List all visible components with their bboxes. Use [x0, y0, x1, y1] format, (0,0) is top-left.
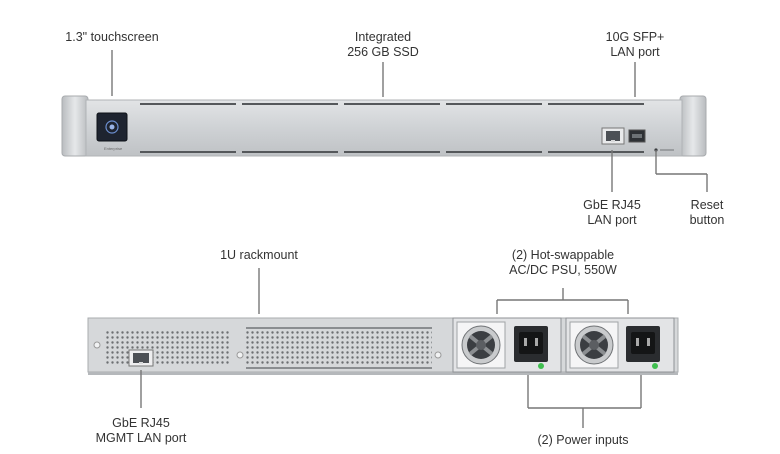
label-rj45-lan: GbE RJ45 LAN port: [583, 198, 641, 227]
front-panel: Enterprise: [61, 95, 707, 157]
mgmt-port: [128, 349, 154, 367]
rj45-lan-port: [601, 127, 625, 145]
psu-2: [565, 317, 675, 373]
label-sfp: 10G SFP+ LAN port: [605, 30, 665, 59]
sfp-port: [628, 129, 646, 143]
label-touchscreen: 1.3" touchscreen: [65, 30, 159, 44]
label-rackmount: 1U rackmount: [220, 248, 298, 262]
touchscreen: [96, 112, 128, 142]
label-mgmt: GbE RJ45 MGMT LAN port: [95, 416, 187, 445]
screen-caption: Enterprise: [104, 146, 123, 151]
label-power-inputs: (2) Power inputs: [537, 433, 629, 447]
label-psu: (2) Hot-swappable AC/DC PSU, 550W: [509, 248, 617, 277]
rear-panel: [87, 317, 679, 375]
psu-1: [452, 317, 562, 373]
label-reset: Reset button: [689, 198, 725, 227]
callout-lines: [111, 50, 708, 428]
label-ssd: Integrated 256 GB SSD: [347, 30, 419, 59]
